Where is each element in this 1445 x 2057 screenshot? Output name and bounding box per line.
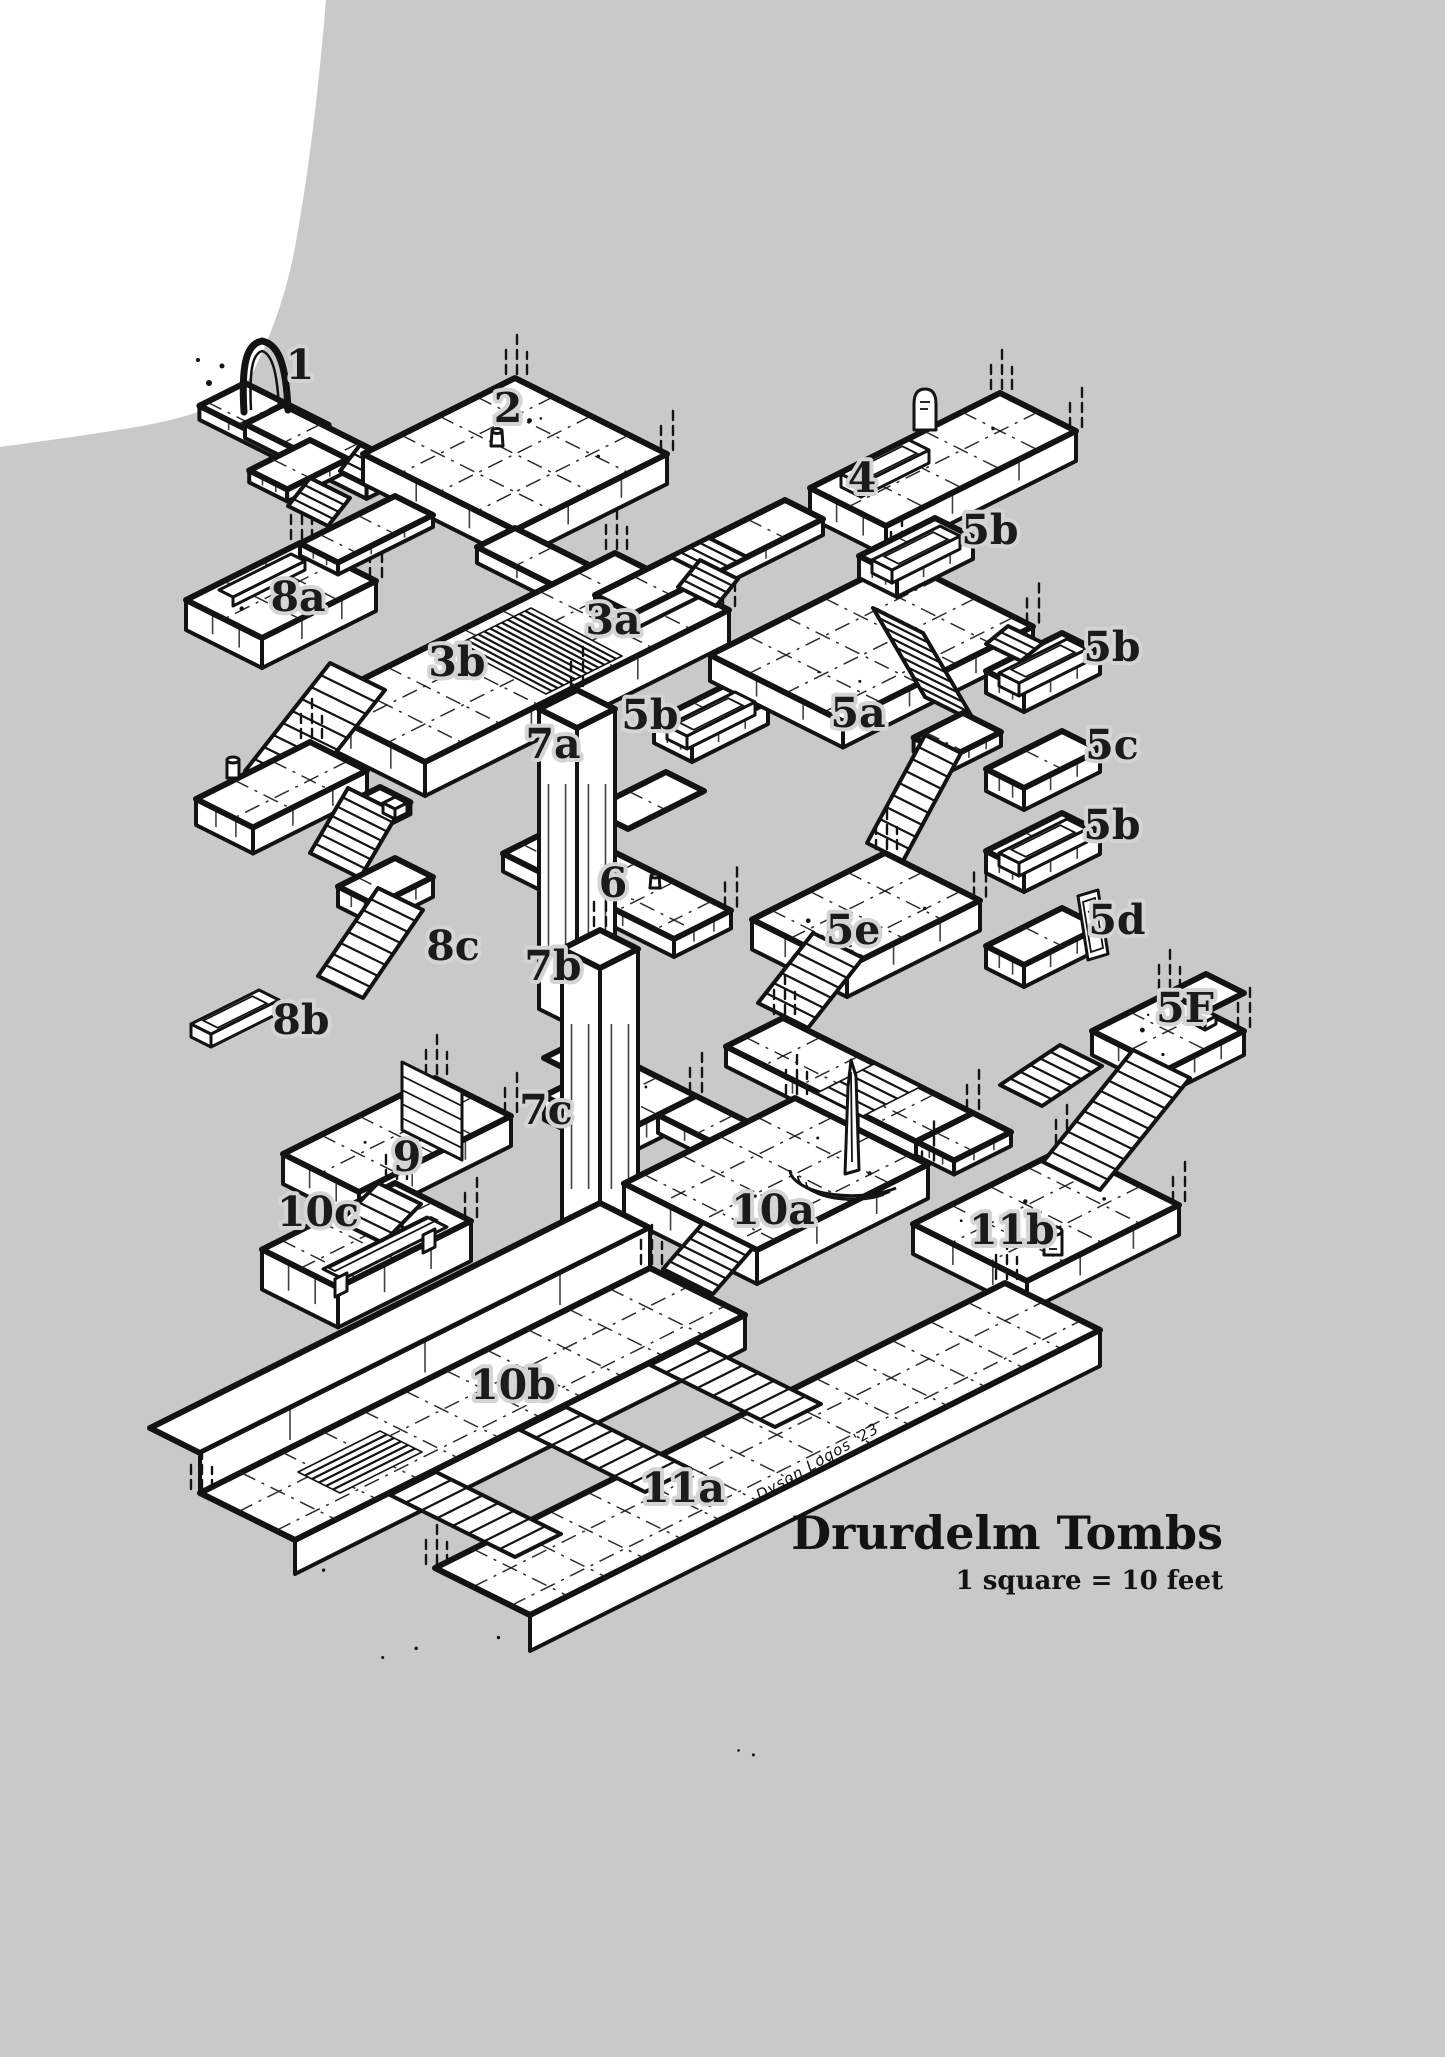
map-features — [189, 337, 1218, 1299]
room-label-7c: 7c — [519, 1086, 573, 1134]
room-label-5e: 5e — [826, 906, 881, 954]
room-label-8b: 8b — [272, 996, 329, 1044]
room-labels: 1 2 3a 3b 4 5b 5b 5a 5b 5c 5b 5d 5e 6 7a 7b 7c 8a 8b 8c 9 10a… — [266, 337, 1217, 1516]
room-label-5b-4: 5b — [1083, 801, 1140, 849]
room-label-5b-1: 5b — [621, 691, 678, 739]
room-label-7b: 7b — [524, 942, 581, 990]
room-label-8a: 8a — [270, 573, 325, 621]
room-label-3b: 3b — [428, 638, 485, 686]
room-label-5F: 5F — [1156, 984, 1214, 1032]
room-label-7a: 7a — [525, 720, 580, 768]
room-label-8c: 8c — [426, 922, 480, 970]
room-label-10b: 10b — [470, 1361, 556, 1409]
room-label-5d: 5d — [1088, 896, 1145, 944]
map-title: Drurdelm Tombs — [791, 1506, 1223, 1560]
room-label-6: 6 — [599, 859, 628, 907]
room-label-4: 4 — [848, 454, 877, 502]
room-label-11a: 11a — [641, 1464, 725, 1512]
room-label-1: 1 — [286, 341, 315, 389]
map-art — [147, 328, 1252, 1757]
room-label-9: 9 — [393, 1133, 422, 1181]
room-label-11b: 11b — [969, 1206, 1055, 1254]
map-scale-note: 1 square = 10 feet — [956, 1566, 1223, 1596]
room-label-5b-2: 5b — [961, 506, 1018, 554]
page-corner-blob — [0, 0, 326, 447]
room-label-3a: 3a — [585, 596, 640, 644]
room-label-2: 2 — [494, 384, 523, 432]
room-label-5a: 5a — [830, 689, 885, 737]
room-label-5c-1: 5c — [1085, 721, 1139, 769]
room-label-5b-3: 5b — [1083, 623, 1140, 671]
room-label-10c: 10c — [277, 1188, 359, 1236]
room-label-10a: 10a — [731, 1186, 815, 1234]
